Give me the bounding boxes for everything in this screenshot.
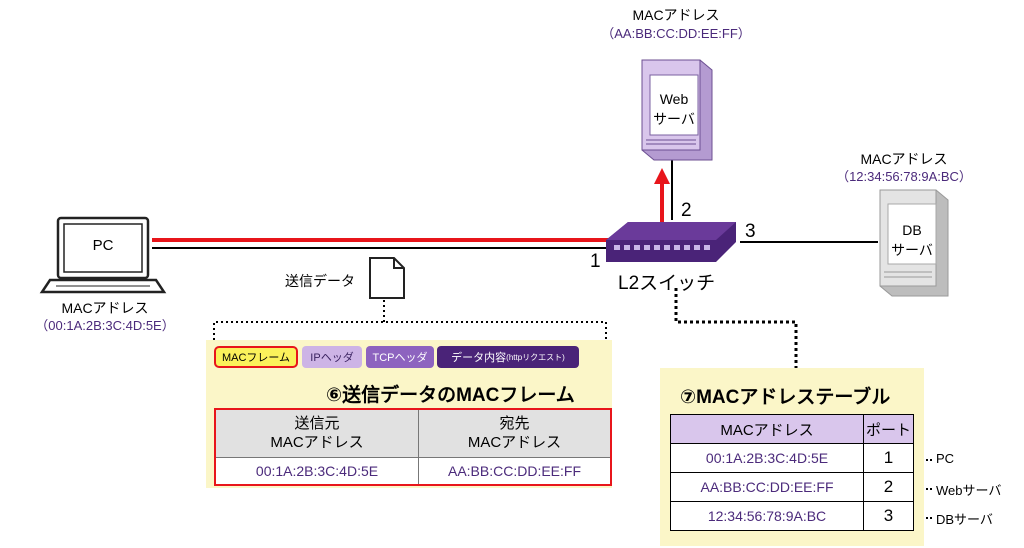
chip-mac-frame-label: MACフレーム <box>221 352 291 364</box>
chip-data-content: データ内容(httpリクエスト) <box>437 346 579 368</box>
port-2-label: 2 <box>681 200 692 221</box>
mac-table-cell-port: 1 <box>863 443 914 473</box>
db-mac-value: （12:34:56:78:9A:BC） <box>836 169 972 184</box>
chip-mac-frame: MACフレーム <box>214 346 298 368</box>
pc-label: PC <box>92 237 114 254</box>
mac-table-row: 12:34:56:78:9A:BC 3 <box>670 501 914 531</box>
frame-title: ⑥送信データのMACフレーム <box>326 385 575 406</box>
server-icon-web <box>641 59 713 161</box>
web-server-label-1: Web <box>659 91 689 107</box>
device-label-row-1: PC <box>936 451 955 466</box>
mac-table-cell-mac: 12:34:56:78:9A:BC <box>670 501 864 531</box>
document-icon <box>369 257 405 299</box>
frame-header-src-2: MACアドレス <box>270 434 364 452</box>
laptop-icon <box>39 216 167 294</box>
frame-table-row: 00:1A:2B:3C:4D:5E AA:BB:CC:DD:EE:FF <box>215 457 611 485</box>
mac-table-row: AA:BB:CC:DD:EE:FF 2 <box>670 472 914 502</box>
mac-table-cell-port: 2 <box>863 472 914 502</box>
db-server-label-1: DB <box>902 222 922 238</box>
chip-ip-header: IPヘッダ <box>302 346 362 368</box>
frame-header-src: 送信元 MACアドレス <box>215 409 419 458</box>
mac-table-cell-mac: AA:BB:CC:DD:EE:FF <box>670 472 864 502</box>
pc-mac-title: MACアドレス <box>61 300 149 316</box>
route-arrowhead <box>654 168 670 184</box>
web-server-label-2: サーバ <box>653 111 695 127</box>
pc-mac-value: （00:1A:2B:3C:4D:5E） <box>35 318 175 333</box>
chip-data-content-label: データ内容 <box>451 352 507 364</box>
web-mac-title: MACアドレス <box>632 7 720 23</box>
frame-dst-value: AA:BB:CC:DD:EE:FF <box>447 462 582 479</box>
device-label-row-2: Webサーバ <box>936 483 1002 498</box>
switch-label: L2スイッチ <box>618 273 716 294</box>
frame-header-dst-1: 宛先 <box>499 415 530 433</box>
server-icon-db <box>879 189 949 297</box>
frame-src-value: 00:1A:2B:3C:4D:5E <box>215 457 419 485</box>
mac-table-title: ⑦MACアドレステーブル <box>680 387 891 408</box>
mac-table: MACアドレス ポート 00:1A:2B:3C:4D:5E 1 AA:BB:CC… <box>670 414 914 531</box>
mac-table-row: 00:1A:2B:3C:4D:5E 1 <box>670 443 914 473</box>
mac-table-header: MACアドレス ポート <box>670 414 914 444</box>
switch-icon <box>606 222 736 262</box>
frame-header-dst: 宛先 MACアドレス <box>418 409 611 458</box>
port-1-label: 1 <box>590 251 601 272</box>
chip-tcp-header-label: TCPヘッダ <box>372 352 428 364</box>
switch-to-table-link <box>674 288 798 370</box>
device-label-row-3: DBサーバ <box>936 512 993 527</box>
chip-tcp-header: TCPヘッダ <box>366 346 434 368</box>
frame-header-dst-2: MACアドレス <box>467 434 562 452</box>
port-3-label: 3 <box>745 221 756 242</box>
mac-table-header-mac: MACアドレス <box>670 414 864 444</box>
db-server-label-2: サーバ <box>891 242 933 258</box>
db-mac-title: MACアドレス <box>860 151 948 167</box>
frame-table: 送信元 MACアドレス 宛先 MACアドレス 00:1A:2B:3C:4D:5E… <box>214 408 612 486</box>
web-mac-value: （AA:BB:CC:DD:EE:FF） <box>601 26 751 41</box>
frame-bracket <box>213 321 607 340</box>
frame-header-src-1: 送信元 <box>294 415 340 433</box>
send-data-label: 送信データ <box>285 273 355 289</box>
mac-table-header-port: ポート <box>863 414 914 444</box>
mac-table-cell-mac: 00:1A:2B:3C:4D:5E <box>670 443 864 473</box>
frame-table-header: 送信元 MACアドレス 宛先 MACアドレス <box>215 409 611 458</box>
mac-table-cell-port: 3 <box>883 506 894 525</box>
chip-data-suffix: (httpリクエスト) <box>506 352 565 362</box>
chip-ip-header-label: IPヘッダ <box>310 352 354 364</box>
